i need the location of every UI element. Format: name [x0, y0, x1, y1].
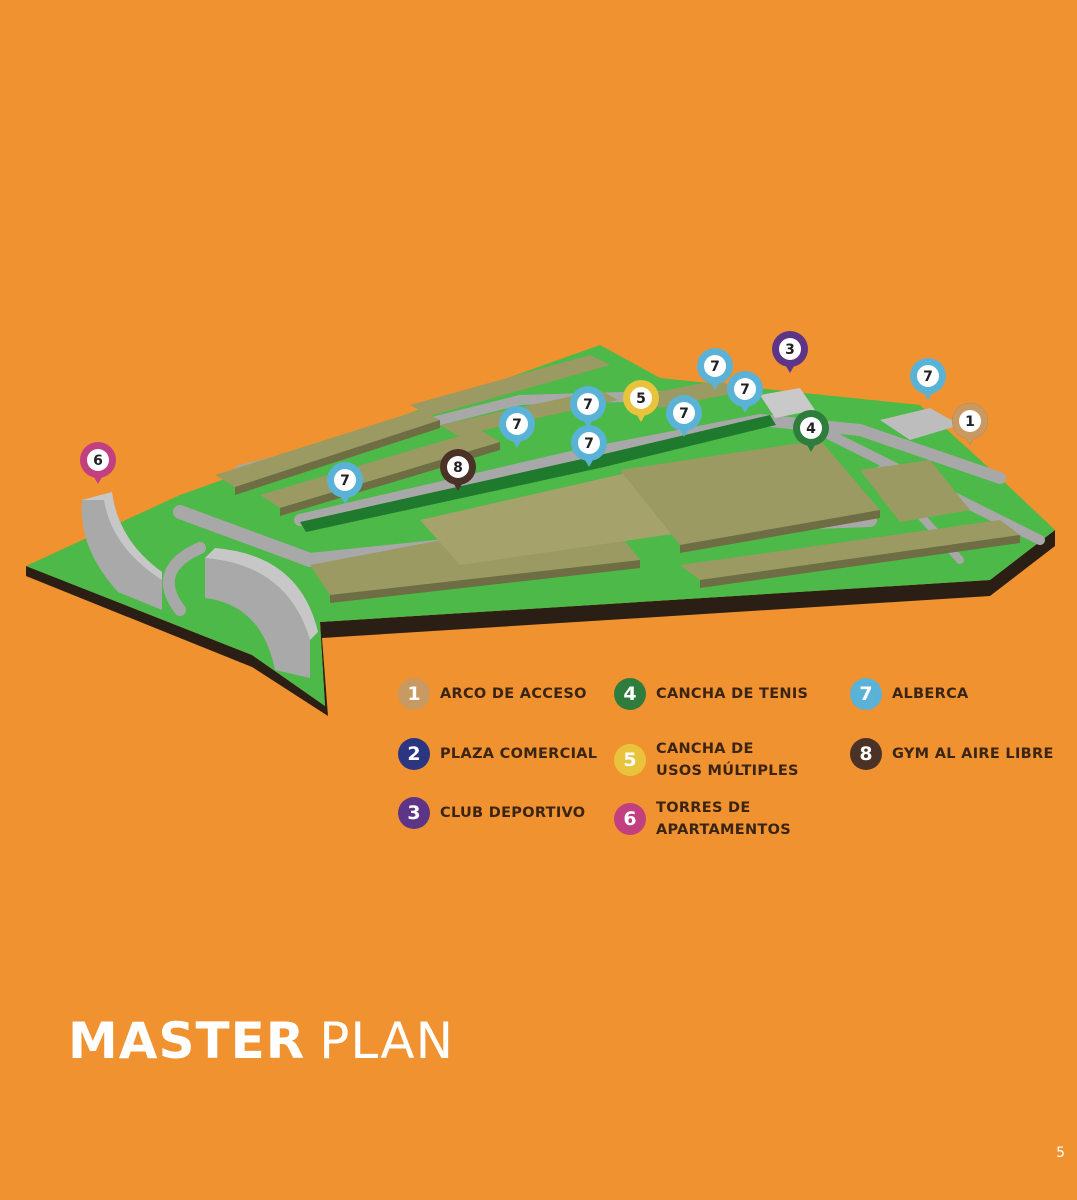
legend-item-6: 6 TORRES DE APARTAMENTOS [614, 797, 791, 841]
map-pin-number: 5 [636, 391, 646, 407]
legend-label: CANCHA DE TENIS [656, 686, 809, 702]
legend-label: PLAZA COMERCIAL [440, 746, 598, 762]
map-pin-6: 6 [80, 442, 116, 484]
legend-badge: 4 [614, 678, 646, 710]
legend-item-1: 1 ARCO DE ACCESO [398, 678, 587, 710]
map-pin-7: 7 [327, 462, 363, 504]
legend-badge: 2 [398, 738, 430, 770]
map-pin-7: 7 [499, 406, 535, 448]
map-pin-5: 5 [623, 380, 659, 422]
legend-label: CANCHA DE USOS MÚLTIPLES [656, 741, 799, 779]
map-pin-number: 4 [806, 421, 816, 437]
map-pin-8: 8 [440, 449, 476, 491]
legend-label: GYM AL AIRE LIBRE [892, 746, 1054, 762]
title-bold: MASTER [68, 1012, 306, 1070]
map-pin-number: 7 [584, 436, 594, 452]
map-pin-number: 7 [679, 406, 689, 422]
map-pin-7: 7 [570, 386, 606, 428]
map-pin-7: 7 [727, 371, 763, 413]
apartment-towers [81, 492, 318, 678]
map-pin-number: 7 [583, 397, 593, 413]
map-pin-number: 7 [923, 369, 933, 385]
map-pin-number: 7 [710, 359, 720, 375]
map-pin-number: 7 [512, 417, 522, 433]
map-pin-number: 8 [453, 460, 463, 476]
map-pin-number: 6 [93, 453, 103, 469]
legend-badge: 8 [850, 738, 882, 770]
map-pin-number: 7 [340, 473, 350, 489]
legend-label: ALBERCA [892, 686, 969, 702]
map-pins: 678777757743721 [80, 331, 988, 504]
map-pin-1: 1 [952, 403, 988, 445]
legend-item-2: 2 PLAZA COMERCIAL [398, 738, 597, 770]
title-light: PLAN [319, 1012, 454, 1070]
legend-badge: 7 [850, 678, 882, 710]
legend-label: TORRES DE APARTAMENTOS [656, 800, 791, 838]
legend-badge: 3 [398, 797, 430, 829]
legend-item-7: 7 ALBERCA [850, 678, 969, 710]
map-pin-number: 3 [785, 342, 795, 358]
map-pin-7: 7 [697, 348, 733, 390]
page-number: 5 [1056, 1145, 1065, 1161]
legend-label: ARCO DE ACCESO [440, 686, 587, 702]
legend-item-3: 3 CLUB DEPORTIVO [398, 797, 585, 829]
green-boulevard [300, 415, 776, 532]
map-pin-number: 1 [965, 414, 975, 430]
legend-badge: 5 [614, 744, 646, 776]
legend-label: CLUB DEPORTIVO [440, 805, 586, 821]
legend-item-5: 5 CANCHA DE USOS MÚLTIPLES [614, 738, 799, 782]
map-pin-7: 7 [910, 358, 946, 400]
legend-badge: 6 [614, 803, 646, 835]
club-building [760, 388, 815, 418]
plaza-building [880, 408, 960, 440]
map-pin-3: 3 [772, 331, 808, 373]
legend-item-4: 4 CANCHA DE TENIS [614, 678, 808, 710]
map-pin-7: 7 [571, 425, 607, 467]
legend-item-8: 8 GYM AL AIRE LIBRE [850, 738, 1054, 770]
map-pin-number: 7 [740, 382, 750, 398]
map-pin-7: 7 [666, 395, 702, 437]
legend-badge: 1 [398, 678, 430, 710]
map-pin-4: 4 [793, 410, 829, 452]
site-ground-edge [26, 530, 1055, 716]
